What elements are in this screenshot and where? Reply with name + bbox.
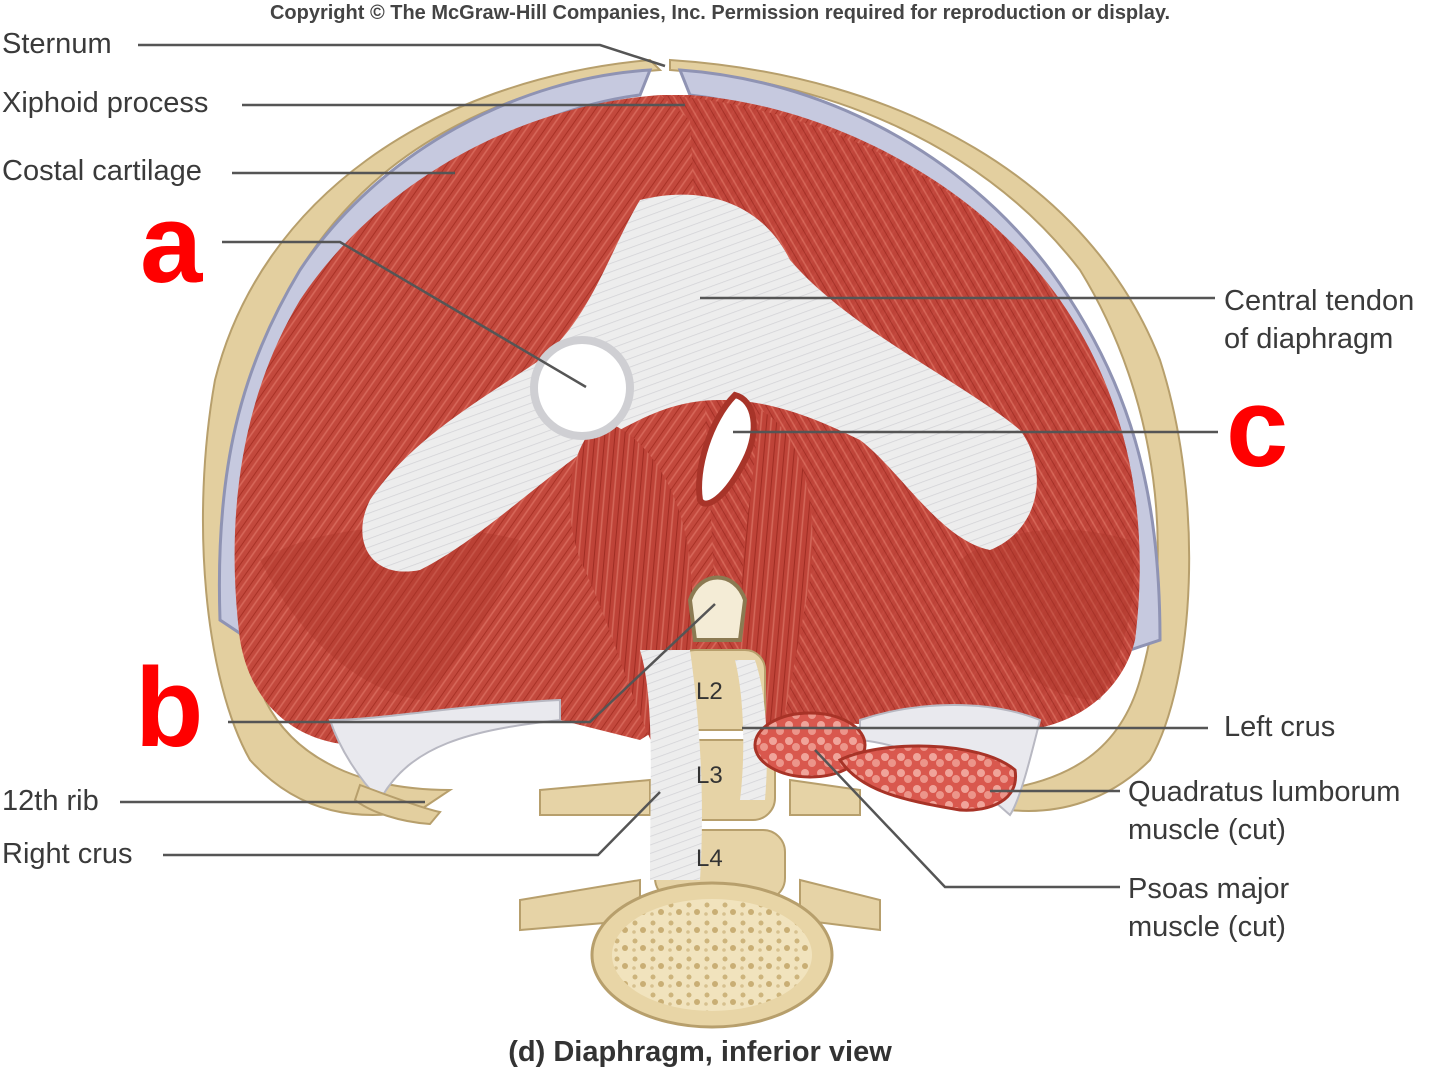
label-central-tendon: Central tendon of diaphragm bbox=[1224, 282, 1414, 358]
caval-opening bbox=[530, 336, 634, 440]
rib-12 bbox=[353, 783, 442, 826]
leader-sternum bbox=[138, 43, 666, 68]
label-quadratus-line1: Quadratus lumborum bbox=[1128, 776, 1401, 808]
leader-a bbox=[222, 240, 587, 389]
label-quadratus-lumborum: Quadratus lumborum muscle (cut) bbox=[1128, 773, 1400, 849]
label-l3: L3 bbox=[696, 762, 723, 789]
leader-b bbox=[228, 603, 716, 724]
aortic-hiatus bbox=[687, 575, 748, 642]
right-crus-tendon bbox=[640, 650, 702, 880]
label-right-crus: Right crus bbox=[2, 838, 133, 870]
leader-right-crus bbox=[163, 791, 661, 857]
label-l2: L2 bbox=[696, 678, 723, 705]
copyright-notice: Copyright © The McGraw-Hill Companies, I… bbox=[269, 2, 1171, 24]
label-quadratus-line2: muscle (cut) bbox=[1128, 814, 1286, 846]
label-psoas-line1: Psoas major bbox=[1128, 873, 1290, 905]
label-xiphoid-process: Xiphoid process bbox=[2, 87, 209, 119]
label-costal-cartilage: Costal cartilage bbox=[2, 155, 202, 187]
label-central-tendon-line1: Central tendon bbox=[1224, 285, 1415, 317]
marker-b: b bbox=[135, 645, 204, 770]
transverse-processes bbox=[519, 778, 881, 932]
central-tendon bbox=[362, 194, 1037, 572]
label-central-tendon-line2: of diaphragm bbox=[1224, 323, 1394, 355]
label-l4: L4 bbox=[696, 845, 723, 872]
leader-psoas bbox=[814, 749, 1120, 889]
esophageal-opening bbox=[696, 391, 757, 507]
marker-a: a bbox=[140, 181, 203, 306]
label-psoas-major: Psoas major muscle (cut) bbox=[1128, 870, 1289, 946]
quadratus-lumborum-cut bbox=[837, 744, 1017, 812]
left-crus-tendon bbox=[735, 660, 767, 800]
marker-c: c bbox=[1226, 365, 1289, 490]
label-12th-rib: 12th rib bbox=[2, 785, 99, 817]
figure-caption: (d) Diaphragm, inferior view bbox=[508, 1036, 892, 1068]
label-sternum: Sternum bbox=[2, 28, 112, 60]
label-left-crus: Left crus bbox=[1224, 711, 1336, 743]
label-psoas-line2: muscle (cut) bbox=[1128, 911, 1286, 943]
